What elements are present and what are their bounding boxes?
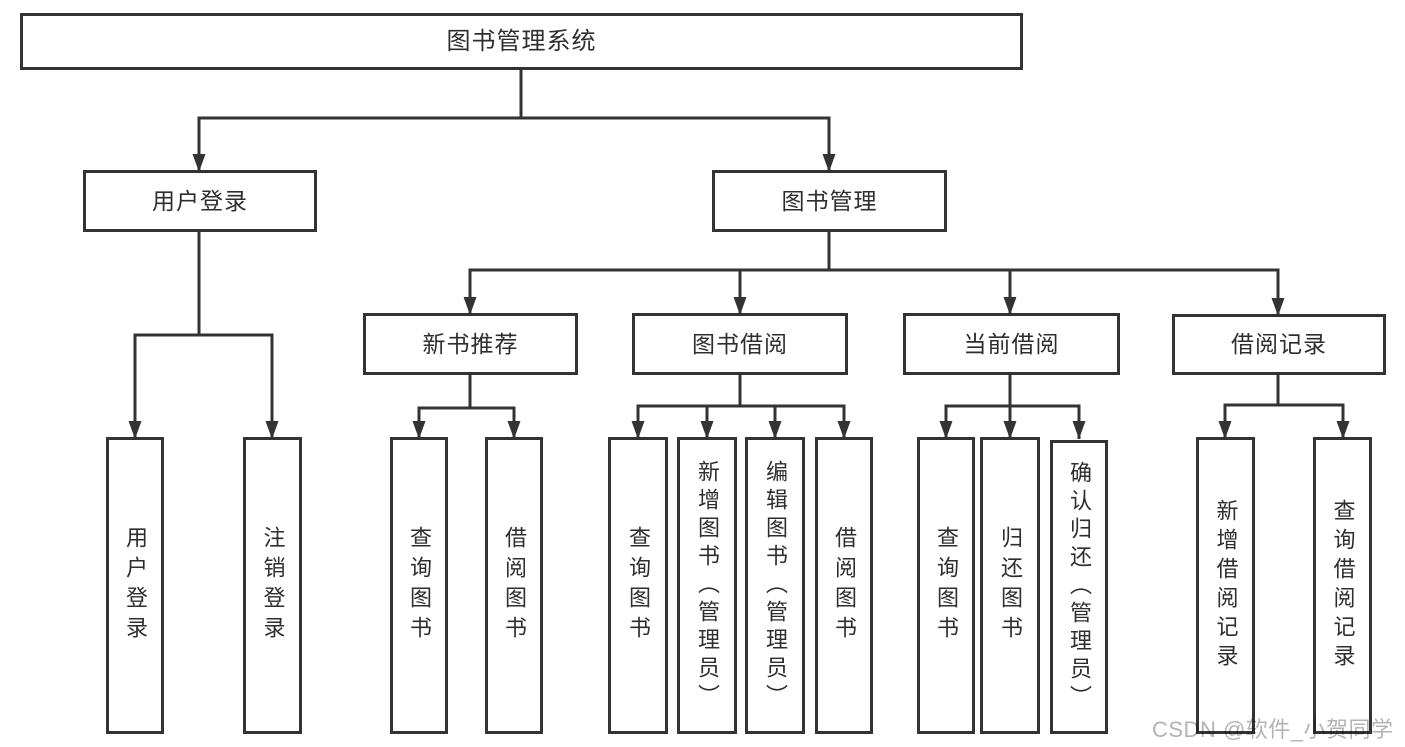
leaf-logout: 注销登录 (243, 437, 302, 734)
leaf-user-login: 用户登录 (106, 437, 164, 734)
node-book-borrow: 图书借阅 (632, 313, 848, 375)
connector-rails (133, 69, 1345, 410)
leaf-query-books-current: 查询图书 (917, 437, 975, 734)
leaf-confirm-return-admin: 确认归还（管理员） (1050, 440, 1108, 734)
leaf-query-books-recommend: 查询图书 (390, 437, 448, 734)
node-user-login: 用户登录 (83, 170, 317, 232)
node-root: 图书管理系统 (20, 13, 1023, 70)
node-current-borrow: 当前借阅 (903, 313, 1120, 375)
connector-arrows (128, 118, 1350, 439)
leaf-add-borrow-record: 新增借阅记录 (1196, 437, 1255, 734)
leaf-borrow-books: 借阅图书 (815, 437, 873, 734)
leaf-query-borrow-record: 查询借阅记录 (1313, 437, 1372, 734)
watermark-text: CSDN @软件_小贺同学 (1152, 717, 1394, 742)
leaf-borrow-books-recommend: 借阅图书 (485, 437, 543, 734)
leaf-return-books: 归还图书 (980, 437, 1040, 734)
leaf-add-book-admin: 新增图书（管理员） (677, 437, 737, 734)
node-new-book-recommend: 新书推荐 (363, 313, 578, 375)
leaf-edit-book-admin: 编辑图书（管理员） (745, 437, 805, 734)
leaf-query-books-borrow: 查询图书 (608, 437, 668, 734)
node-book-management: 图书管理 (712, 170, 947, 232)
node-borrow-records: 借阅记录 (1172, 314, 1386, 375)
